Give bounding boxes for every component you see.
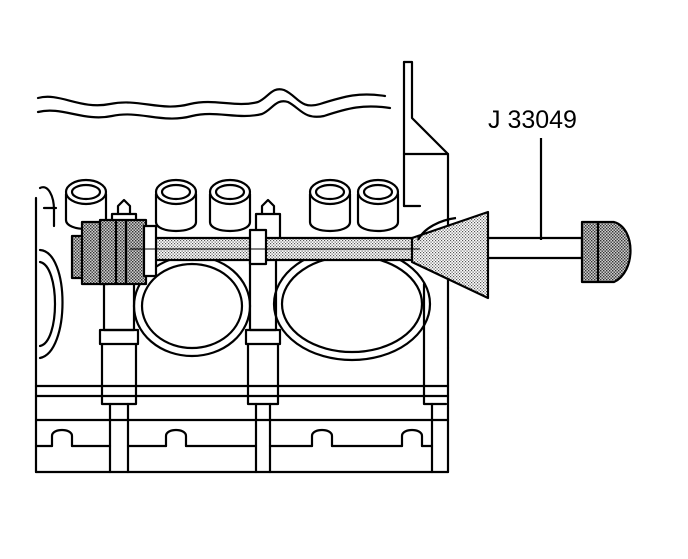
lifter-bore xyxy=(356,178,400,233)
lifter-bore xyxy=(154,178,198,233)
tool-cone xyxy=(410,210,490,300)
bulkhead-webs xyxy=(98,248,448,474)
cam-bearing-tool xyxy=(70,210,632,300)
tool-callout-label: J 33049 xyxy=(488,106,577,134)
lifter-bore xyxy=(308,178,352,233)
lifter-bore-row xyxy=(38,178,400,233)
tool-bearing-adapter xyxy=(98,218,148,286)
base-notches xyxy=(34,428,434,448)
lifter-bore xyxy=(208,178,252,233)
tool-knob xyxy=(580,220,632,284)
broken-edge-lines xyxy=(36,88,392,120)
